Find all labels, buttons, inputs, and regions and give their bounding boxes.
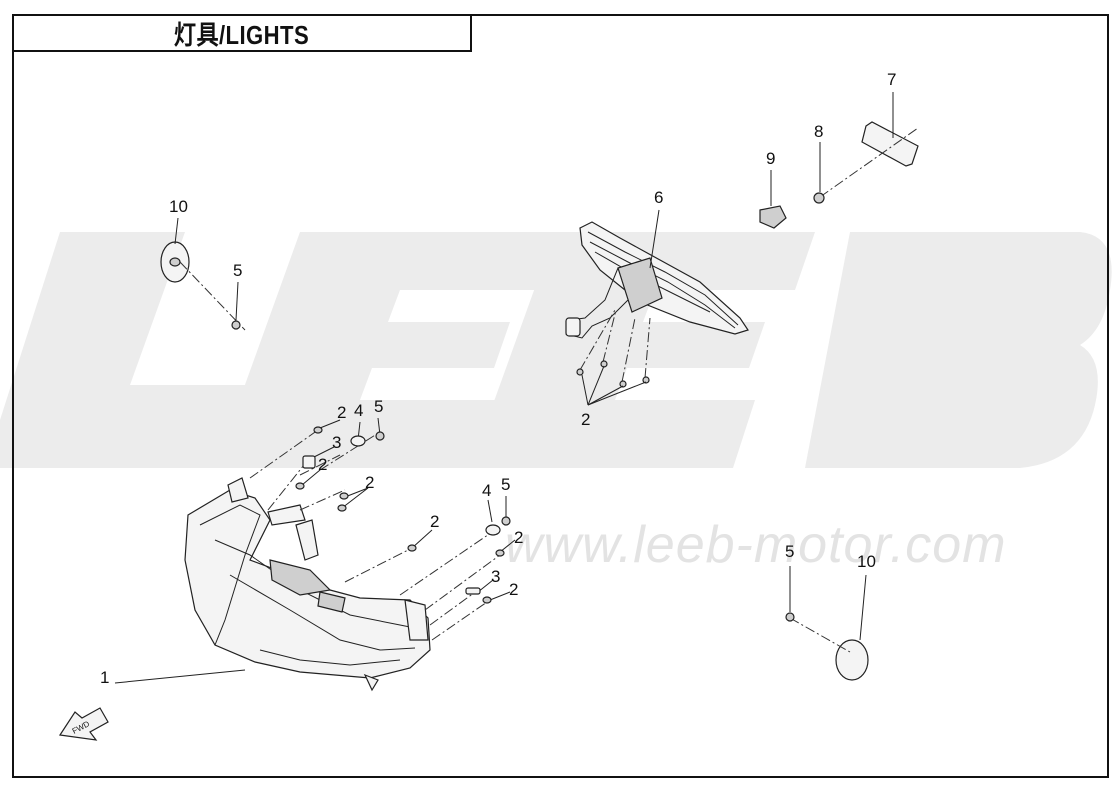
callout-labels: 1 2 3 2 4 5 2 2 4 5 2 3 2 2 6 7 8 9 10 5… <box>100 70 896 687</box>
forward-arrow-icon: FWD <box>58 707 109 741</box>
license-reflector-group <box>759 92 919 229</box>
callout-5: 5 <box>501 475 510 494</box>
callout-2: 2 <box>509 580 518 599</box>
page-title: 灯具/LIGHTS <box>174 19 310 50</box>
callout-10: 10 <box>169 197 188 216</box>
callout-6: 6 <box>654 188 663 207</box>
callout-1: 1 <box>100 668 109 687</box>
watermark-url: www.leeb-motor.com <box>505 516 1007 574</box>
callout-5: 5 <box>374 397 383 416</box>
callout-4: 4 <box>354 401 363 420</box>
callout-2: 2 <box>430 512 439 531</box>
callout-3: 3 <box>332 433 341 452</box>
tail-light-assembly <box>565 209 749 406</box>
callout-7: 7 <box>887 70 896 89</box>
callout-4: 4 <box>482 481 491 500</box>
drawing-frame <box>12 14 1109 778</box>
cap-plug-right <box>785 566 869 681</box>
callout-2: 2 <box>337 403 346 422</box>
headlight-assembly <box>184 477 431 692</box>
callout-5: 5 <box>233 261 242 280</box>
callout-10: 10 <box>857 552 876 571</box>
callout-2: 2 <box>581 410 590 429</box>
callout-9: 9 <box>766 149 775 168</box>
callout-2: 2 <box>514 528 523 547</box>
callout-2: 2 <box>365 473 374 492</box>
headlight-leaders <box>114 417 516 684</box>
callout-5: 5 <box>785 542 794 561</box>
title-block: 灯具/LIGHTS <box>12 14 472 52</box>
callout-2: 2 <box>318 455 327 474</box>
cap-plug-left <box>160 217 246 331</box>
callout-3: 3 <box>491 567 500 586</box>
headlight-hardware <box>295 426 511 604</box>
callout-8: 8 <box>814 122 823 141</box>
